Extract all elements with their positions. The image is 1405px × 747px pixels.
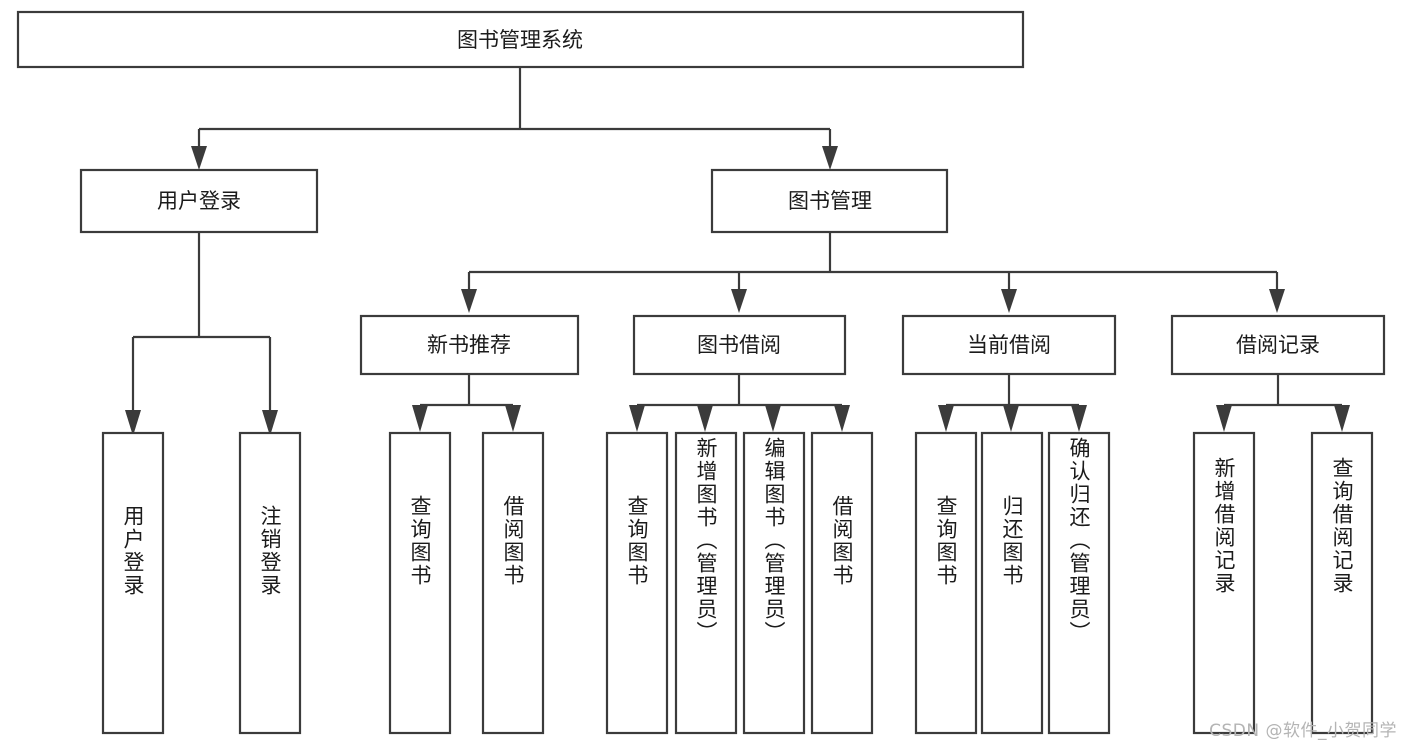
arrow-head-icon: [1269, 289, 1285, 313]
arrow-head-icon: [461, 289, 477, 313]
node-book-management-label: 图书管理: [788, 189, 872, 213]
arrow-head-icon: [1216, 405, 1232, 432]
node-new-book-recommend[interactable]: 新书推荐: [359, 314, 580, 376]
arrow-head-icon: [1003, 405, 1019, 432]
arrow-head-icon: [834, 405, 850, 432]
leaf-box-borrow-book-1[interactable]: [481, 431, 545, 735]
leaf-box-add-borrow-record[interactable]: [1192, 431, 1256, 735]
arrow-head-icon: [1071, 405, 1087, 432]
node-user-login-label: 用户登录: [157, 189, 241, 213]
node-new-book-recommend-label: 新书推荐: [427, 333, 511, 357]
node-root-rect: [16, 10, 1025, 69]
node-current-borrow-rect: [901, 314, 1117, 376]
arrow-head-icon: [1001, 289, 1017, 313]
leaf-box-query-borrow-record[interactable]: [1310, 431, 1374, 735]
node-root-label: 图书管理系统: [457, 28, 583, 52]
node-current-borrow-label: 当前借阅: [967, 333, 1051, 357]
arrow-head-icon: [1334, 405, 1350, 432]
arrow-head-icon: [125, 410, 141, 436]
leaf-box-query-book-2[interactable]: [605, 431, 669, 735]
connector-new-book-recommend-to-leaves: [412, 374, 521, 432]
node-root[interactable]: 图书管理系统: [16, 10, 1025, 69]
leaf-box-query-book-3[interactable]: [914, 431, 978, 735]
leaf-box-edit-book-admin[interactable]: [742, 431, 806, 735]
connector-root-to-level2: [191, 67, 838, 170]
connector-current-borrow-to-leaves: [938, 374, 1087, 432]
arrow-head-icon: [262, 410, 278, 436]
node-book-borrow-rect: [632, 314, 847, 376]
leaf-box-user-login[interactable]: [101, 431, 165, 735]
connector-user-login-to-leaves: [125, 232, 278, 436]
arrow-head-icon: [731, 289, 747, 313]
connector-book-borrow-to-leaves: [629, 374, 850, 432]
node-user-login-rect: [79, 168, 319, 234]
arrow-head-icon: [505, 405, 521, 432]
leaf-box-return-book[interactable]: [980, 431, 1044, 735]
connector-borrow-record-to-leaves: [1216, 374, 1350, 432]
node-book-management[interactable]: 图书管理: [710, 168, 949, 234]
node-borrow-record-label: 借阅记录: [1236, 333, 1320, 357]
node-new-book-recommend-rect: [359, 314, 580, 376]
arrow-head-icon: [191, 146, 207, 170]
arrow-head-icon: [938, 405, 954, 432]
leaf-box-borrow-book-2[interactable]: [810, 431, 874, 735]
arrow-head-icon: [765, 405, 781, 432]
node-book-borrow-label: 图书借阅: [697, 333, 781, 357]
leaf-box-add-book-admin[interactable]: [674, 431, 738, 735]
leaf-box-confirm-return-admin[interactable]: [1047, 431, 1111, 735]
watermark-text: CSDN @软件_小贺同学: [1209, 721, 1397, 741]
arrow-head-icon: [412, 405, 428, 432]
node-book-borrow[interactable]: 图书借阅: [632, 314, 847, 376]
node-borrow-record[interactable]: 借阅记录: [1170, 314, 1386, 376]
node-user-login[interactable]: 用户登录: [79, 168, 319, 234]
leaf-box-logout[interactable]: [238, 431, 302, 735]
arrow-head-icon: [697, 405, 713, 432]
connector-book-management-to-level3: [461, 232, 1285, 313]
leaf-box-query-book-1[interactable]: [388, 431, 452, 735]
node-current-borrow[interactable]: 当前借阅: [901, 314, 1117, 376]
arrow-head-icon: [629, 405, 645, 432]
node-borrow-record-rect: [1170, 314, 1386, 376]
arrow-head-icon: [822, 146, 838, 170]
